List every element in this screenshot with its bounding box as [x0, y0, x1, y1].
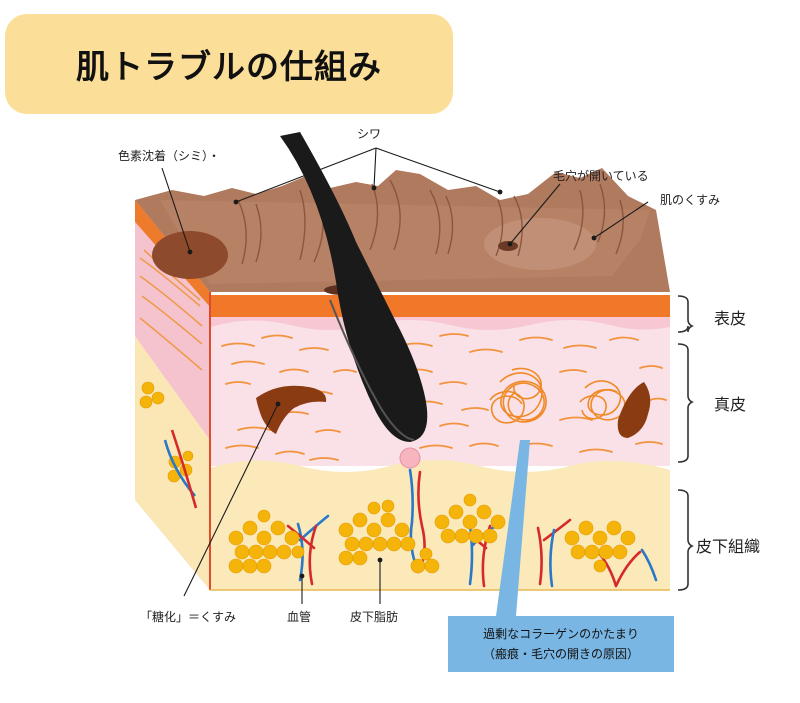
pore-opening [498, 241, 518, 251]
glycation-label: 「糖化」＝くすみ [140, 609, 236, 624]
wrinkle-label: シワ [357, 127, 381, 141]
dullness-label: 肌のくすみ [660, 193, 720, 207]
dull-area [484, 218, 596, 270]
title-banner: 肌トラブルの仕組み [5, 14, 453, 114]
pigment-label: 色素沈着（シミ）・ [118, 148, 220, 163]
skin-surface [135, 168, 670, 295]
collagen-mass [489, 367, 626, 424]
pigment-spot [152, 231, 228, 279]
hair-follicle [280, 132, 428, 469]
leader-lines [161, 147, 649, 604]
epidermis-label: 表皮 [714, 309, 746, 328]
blood-vessel-label: 血管 [287, 609, 311, 624]
collagen-callout-pointer [496, 440, 530, 616]
collagen-callout-line2: （瘢痕・毛穴の開きの原因） [482, 647, 639, 661]
front-face [209, 292, 670, 591]
collagen-callout-line1: 過剰なコラーゲンのかたまり [483, 627, 639, 641]
subcutaneous-fat-label: 皮下脂肪 [350, 609, 398, 624]
subcutis-label: 皮下組織 [696, 537, 760, 556]
layer-brackets [677, 295, 694, 591]
page-title: 肌トラブルの仕組み [76, 47, 382, 86]
left-side-face [135, 200, 210, 590]
subcutaneous-fat-cells [228, 493, 636, 574]
glycation-spot [256, 385, 327, 434]
dermis-label: 真皮 [714, 395, 746, 414]
pores-open-label: 毛穴が開いている [553, 168, 649, 183]
collagen-callout-box: 過剰なコラーゲンのかたまり （瘢痕・毛穴の開きの原因） [448, 616, 674, 672]
